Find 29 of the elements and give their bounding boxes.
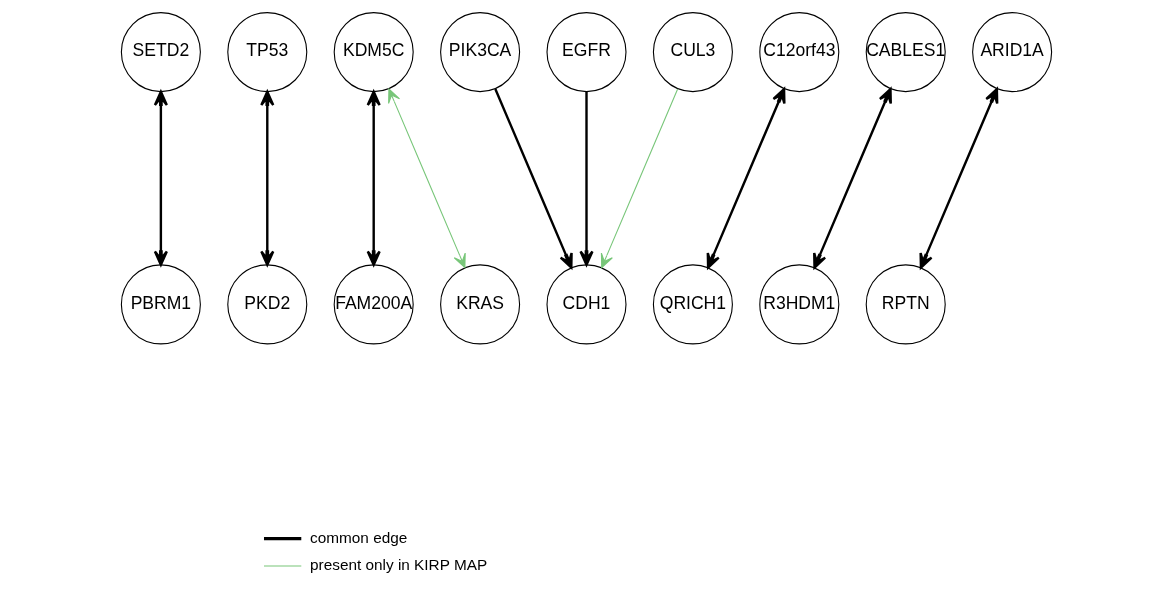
node-circle: SETD2 — [120, 12, 201, 93]
node-circle: PIK3CA — [439, 12, 520, 93]
node-circle: CDH1 — [545, 264, 627, 345]
node-circle: R3HDM1 — [758, 264, 839, 345]
node-circle: TP53 — [226, 12, 307, 93]
node-circle: EGFR — [545, 12, 627, 93]
node-circle: FAM200A — [333, 264, 414, 345]
node-circle: RPTN — [865, 264, 946, 345]
arrow — [706, 87, 786, 269]
node-circle: KDM5C — [333, 12, 414, 93]
arrow — [493, 88, 573, 269]
arrow — [387, 88, 466, 269]
legend-label: present only in KIRP MAP — [309, 556, 487, 574]
node-circle: CUL3 — [652, 12, 733, 93]
arrow — [259, 90, 274, 266]
node-circle: C12orf43 — [758, 12, 839, 93]
legend-label: common edge — [309, 528, 407, 546]
node-circle: ARID1A — [971, 12, 1052, 93]
node-circle: CABLES1 — [865, 12, 946, 93]
arrow — [153, 90, 168, 266]
arrow — [812, 87, 892, 269]
arrow — [918, 87, 998, 269]
node-circle: KRAS — [439, 264, 520, 345]
arrow — [600, 88, 678, 269]
node-circle: PBRM1 — [120, 264, 201, 345]
node-circle: PKD2 — [226, 264, 307, 345]
node-circle: QRICH1 — [652, 264, 733, 345]
arrow — [578, 91, 594, 266]
arrow — [366, 90, 381, 266]
